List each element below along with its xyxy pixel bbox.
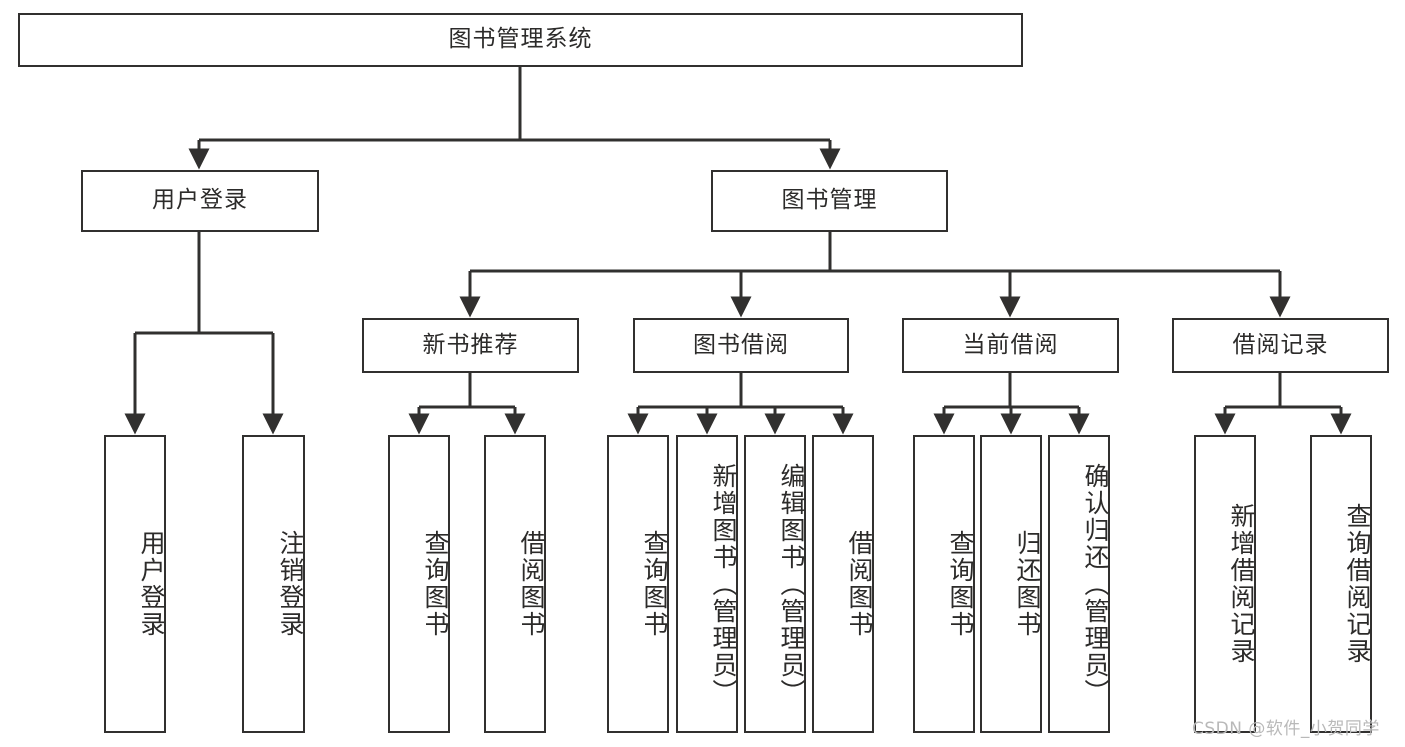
node-leaf-query-borrow-record-label: 查询借阅记录 xyxy=(1343,503,1372,665)
node-leaf-borrow-book-recommend-label: 借阅图书 xyxy=(517,530,546,638)
node-borrow-record-label: 借阅记录 xyxy=(1232,331,1329,358)
node-leaf-query-book-borrow-label: 查询图书 xyxy=(640,530,669,638)
node-borrow-record[interactable]: 借阅记录 xyxy=(1172,318,1389,373)
node-leaf-borrow-book-recommend[interactable]: 借阅图书 xyxy=(484,435,546,733)
node-leaf-query-book-current[interactable]: 查询图书 xyxy=(913,435,975,733)
node-leaf-borrow-book-label: 借阅图书 xyxy=(845,530,874,638)
node-leaf-query-borrow-record[interactable]: 查询借阅记录 xyxy=(1310,435,1372,733)
csdn-watermark: CSDN @软件_小贺同学 xyxy=(1192,719,1380,739)
node-book-manage-label: 图书管理 xyxy=(781,187,878,214)
node-book-manage[interactable]: 图书管理 xyxy=(711,170,948,232)
node-new-book-recommend[interactable]: 新书推荐 xyxy=(362,318,579,373)
node-book-borrow[interactable]: 图书借阅 xyxy=(633,318,849,373)
node-leaf-query-book-current-label: 查询图书 xyxy=(946,530,975,638)
node-leaf-add-book-admin-label: 新增图书（管理员） xyxy=(709,462,738,706)
node-leaf-edit-book-admin[interactable]: 编辑图书（管理员） xyxy=(744,435,806,733)
node-leaf-query-book-recommend[interactable]: 查询图书 xyxy=(388,435,450,733)
node-leaf-logout-label: 注销登录 xyxy=(276,530,305,638)
node-current-borrow-label: 当前借阅 xyxy=(962,331,1059,358)
node-book-borrow-label: 图书借阅 xyxy=(693,331,789,358)
node-leaf-confirm-return-admin-label: 确认归还（管理员） xyxy=(1081,462,1110,706)
node-leaf-return-book-label: 归还图书 xyxy=(1013,530,1042,638)
node-root[interactable]: 图书管理系统 xyxy=(18,13,1023,67)
node-leaf-confirm-return-admin[interactable]: 确认归还（管理员） xyxy=(1048,435,1110,733)
node-leaf-return-book[interactable]: 归还图书 xyxy=(980,435,1042,733)
node-leaf-user-login-label: 用户登录 xyxy=(137,530,166,638)
node-user-login[interactable]: 用户登录 xyxy=(81,170,319,232)
node-leaf-query-book-borrow[interactable]: 查询图书 xyxy=(607,435,669,733)
node-leaf-user-login[interactable]: 用户登录 xyxy=(104,435,166,733)
node-leaf-query-book-recommend-label: 查询图书 xyxy=(421,530,450,638)
node-leaf-add-borrow-record[interactable]: 新增借阅记录 xyxy=(1194,435,1256,733)
node-current-borrow[interactable]: 当前借阅 xyxy=(902,318,1119,373)
node-new-book-recommend-label: 新书推荐 xyxy=(422,331,519,358)
node-leaf-edit-book-admin-label: 编辑图书（管理员） xyxy=(777,462,806,706)
node-leaf-add-book-admin[interactable]: 新增图书（管理员） xyxy=(676,435,738,733)
node-leaf-logout[interactable]: 注销登录 xyxy=(242,435,305,733)
node-root-label: 图书管理系统 xyxy=(448,26,593,53)
node-user-login-label: 用户登录 xyxy=(152,187,248,214)
node-leaf-borrow-book[interactable]: 借阅图书 xyxy=(812,435,874,733)
node-leaf-add-borrow-record-label: 新增借阅记录 xyxy=(1227,503,1256,665)
